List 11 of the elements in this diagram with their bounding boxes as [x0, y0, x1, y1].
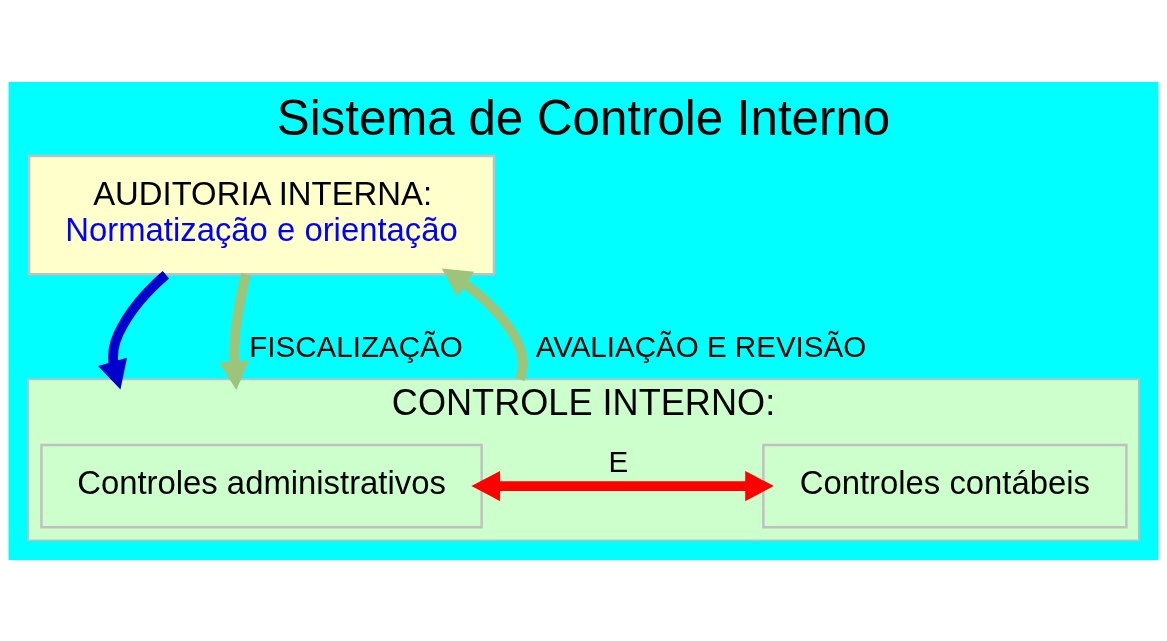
node-box: Controles administrativos [40, 443, 483, 528]
arrow [219, 272, 251, 390]
node-box: Controles contábeis [762, 443, 1128, 528]
arrow [471, 470, 774, 501]
arrow [98, 270, 170, 389]
edge-label: E [608, 444, 629, 478]
edge-label: FISCALIZAÇÃO [249, 329, 463, 363]
diagram-title: Sistema de Controle Interno [276, 89, 891, 145]
node-box: AUDITORIA INTERNA: Normatização e orientação [27, 154, 496, 275]
arrow [441, 267, 528, 381]
edge-label: AVALIAÇÃO E REVISÃO [535, 329, 867, 363]
